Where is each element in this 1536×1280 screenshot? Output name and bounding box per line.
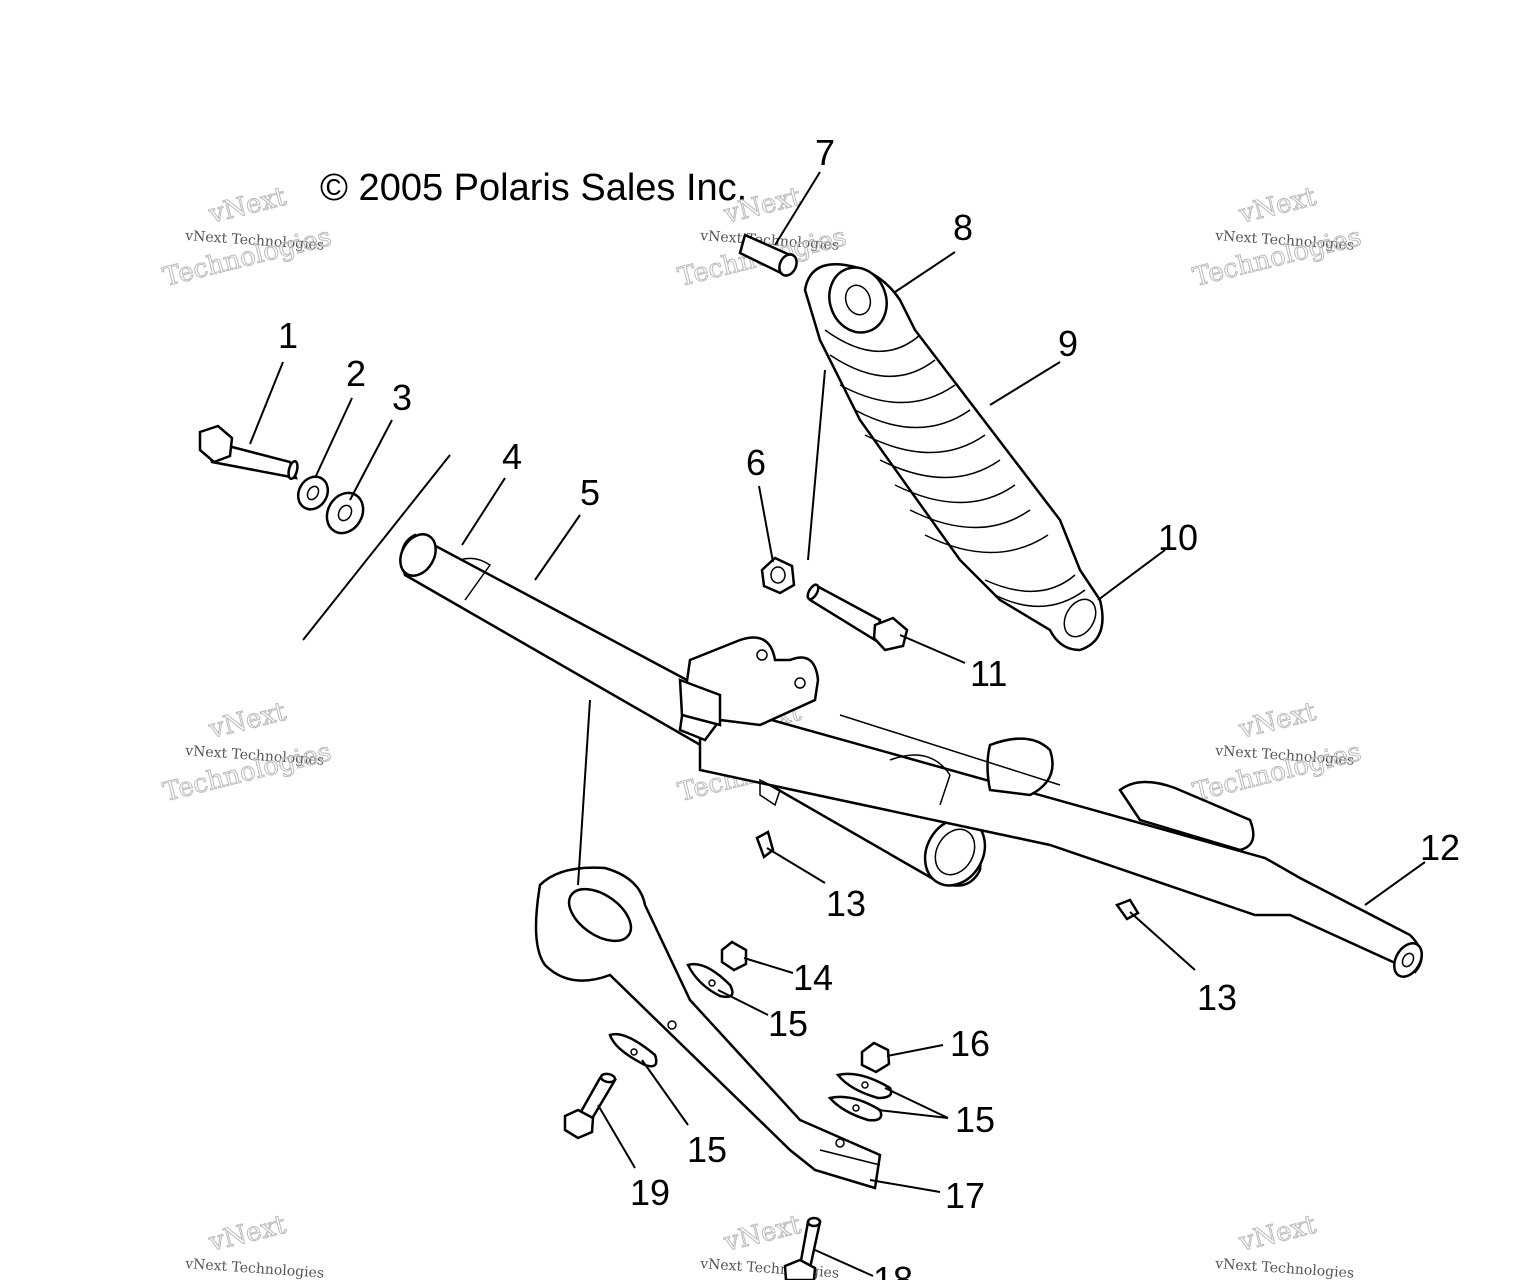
callout-14: 14 — [793, 957, 833, 998]
callout-13a: 13 — [826, 883, 866, 924]
watermark: vNext vNext Technologies Technologies — [160, 181, 335, 293]
svg-text:vNext: vNext — [1235, 1210, 1319, 1258]
watermark: vNext vNext Technologies Technologies — [1190, 696, 1365, 808]
callout-15b: 15 — [955, 1099, 995, 1140]
watermark: vNext vNext Technologies Technologies — [1190, 181, 1365, 293]
callout-9: 9 — [1058, 323, 1078, 364]
part-pin-7 — [738, 233, 798, 277]
callout-1: 1 — [278, 315, 298, 356]
part-bolt-1 — [198, 424, 299, 481]
callout-15c: 15 — [687, 1129, 727, 1170]
svg-text:vNext: vNext — [205, 1210, 289, 1258]
leader-lines — [249, 171, 1426, 1277]
callout-6: 6 — [746, 442, 766, 483]
part-arm-17 — [534, 866, 882, 1190]
part-nut-14 — [720, 940, 748, 972]
part-bolt-19 — [563, 1072, 618, 1140]
part-nut-16 — [860, 1041, 891, 1074]
part-nut-6 — [760, 556, 796, 595]
callout-16: 16 — [950, 1023, 990, 1064]
part-washer-3 — [325, 491, 365, 535]
svg-text:vNext: vNext — [1235, 697, 1319, 745]
part-bracket — [678, 636, 820, 807]
svg-text:vNext Technologies: vNext Technologies — [1214, 1256, 1355, 1280]
svg-text:vNext: vNext — [205, 182, 289, 230]
callout-10: 10 — [1158, 517, 1198, 558]
part-washer-2 — [296, 475, 330, 511]
watermark: vNext vNext Technologies Technologies — [160, 696, 335, 808]
callout-15a: 15 — [768, 1003, 808, 1044]
part-shock-9 — [803, 263, 1104, 652]
part-plate-15c — [835, 1072, 893, 1100]
callout-11: 11 — [970, 653, 1007, 694]
part-plate-15d — [827, 1095, 883, 1122]
callout-8: 8 — [953, 207, 973, 248]
copyright-text: © 2005 Polaris Sales Inc. — [320, 167, 747, 209]
watermark: vNext vNext Technologies — [184, 1209, 325, 1280]
svg-text:vNext: vNext — [720, 1210, 804, 1258]
svg-text:vNext: vNext — [1235, 182, 1319, 230]
callout-4: 4 — [502, 436, 522, 477]
callout-7: 7 — [815, 132, 835, 173]
part-bolt-11 — [806, 583, 909, 652]
callout-3: 3 — [392, 377, 412, 418]
svg-text:vNext Technologies: vNext Technologies — [184, 1256, 325, 1280]
callout-18: 18 — [873, 1259, 913, 1280]
part-fitting-13a — [755, 830, 775, 860]
callout-2: 2 — [346, 353, 366, 394]
svg-text:vNext: vNext — [205, 697, 289, 745]
part-plate-15a — [686, 962, 734, 999]
part-plate-15b — [608, 1032, 658, 1068]
svg-text:vNext Technologies: vNext Technologies — [699, 1256, 840, 1280]
callout-12: 12 — [1420, 827, 1460, 868]
callout-5: 5 — [580, 472, 600, 513]
callout-19: 19 — [630, 1172, 670, 1213]
part-arm-12 — [698, 698, 1423, 978]
axis-line — [302, 454, 451, 641]
watermark: vNext vNext Technologies — [1214, 1209, 1355, 1280]
callout-labels: 1 2 3 4 5 6 7 8 9 10 11 12 13 13 14 15 1… — [278, 132, 1460, 1280]
part-bolt-18 — [783, 1216, 822, 1280]
callout-17: 17 — [945, 1175, 985, 1216]
callout-13b: 13 — [1197, 977, 1237, 1018]
